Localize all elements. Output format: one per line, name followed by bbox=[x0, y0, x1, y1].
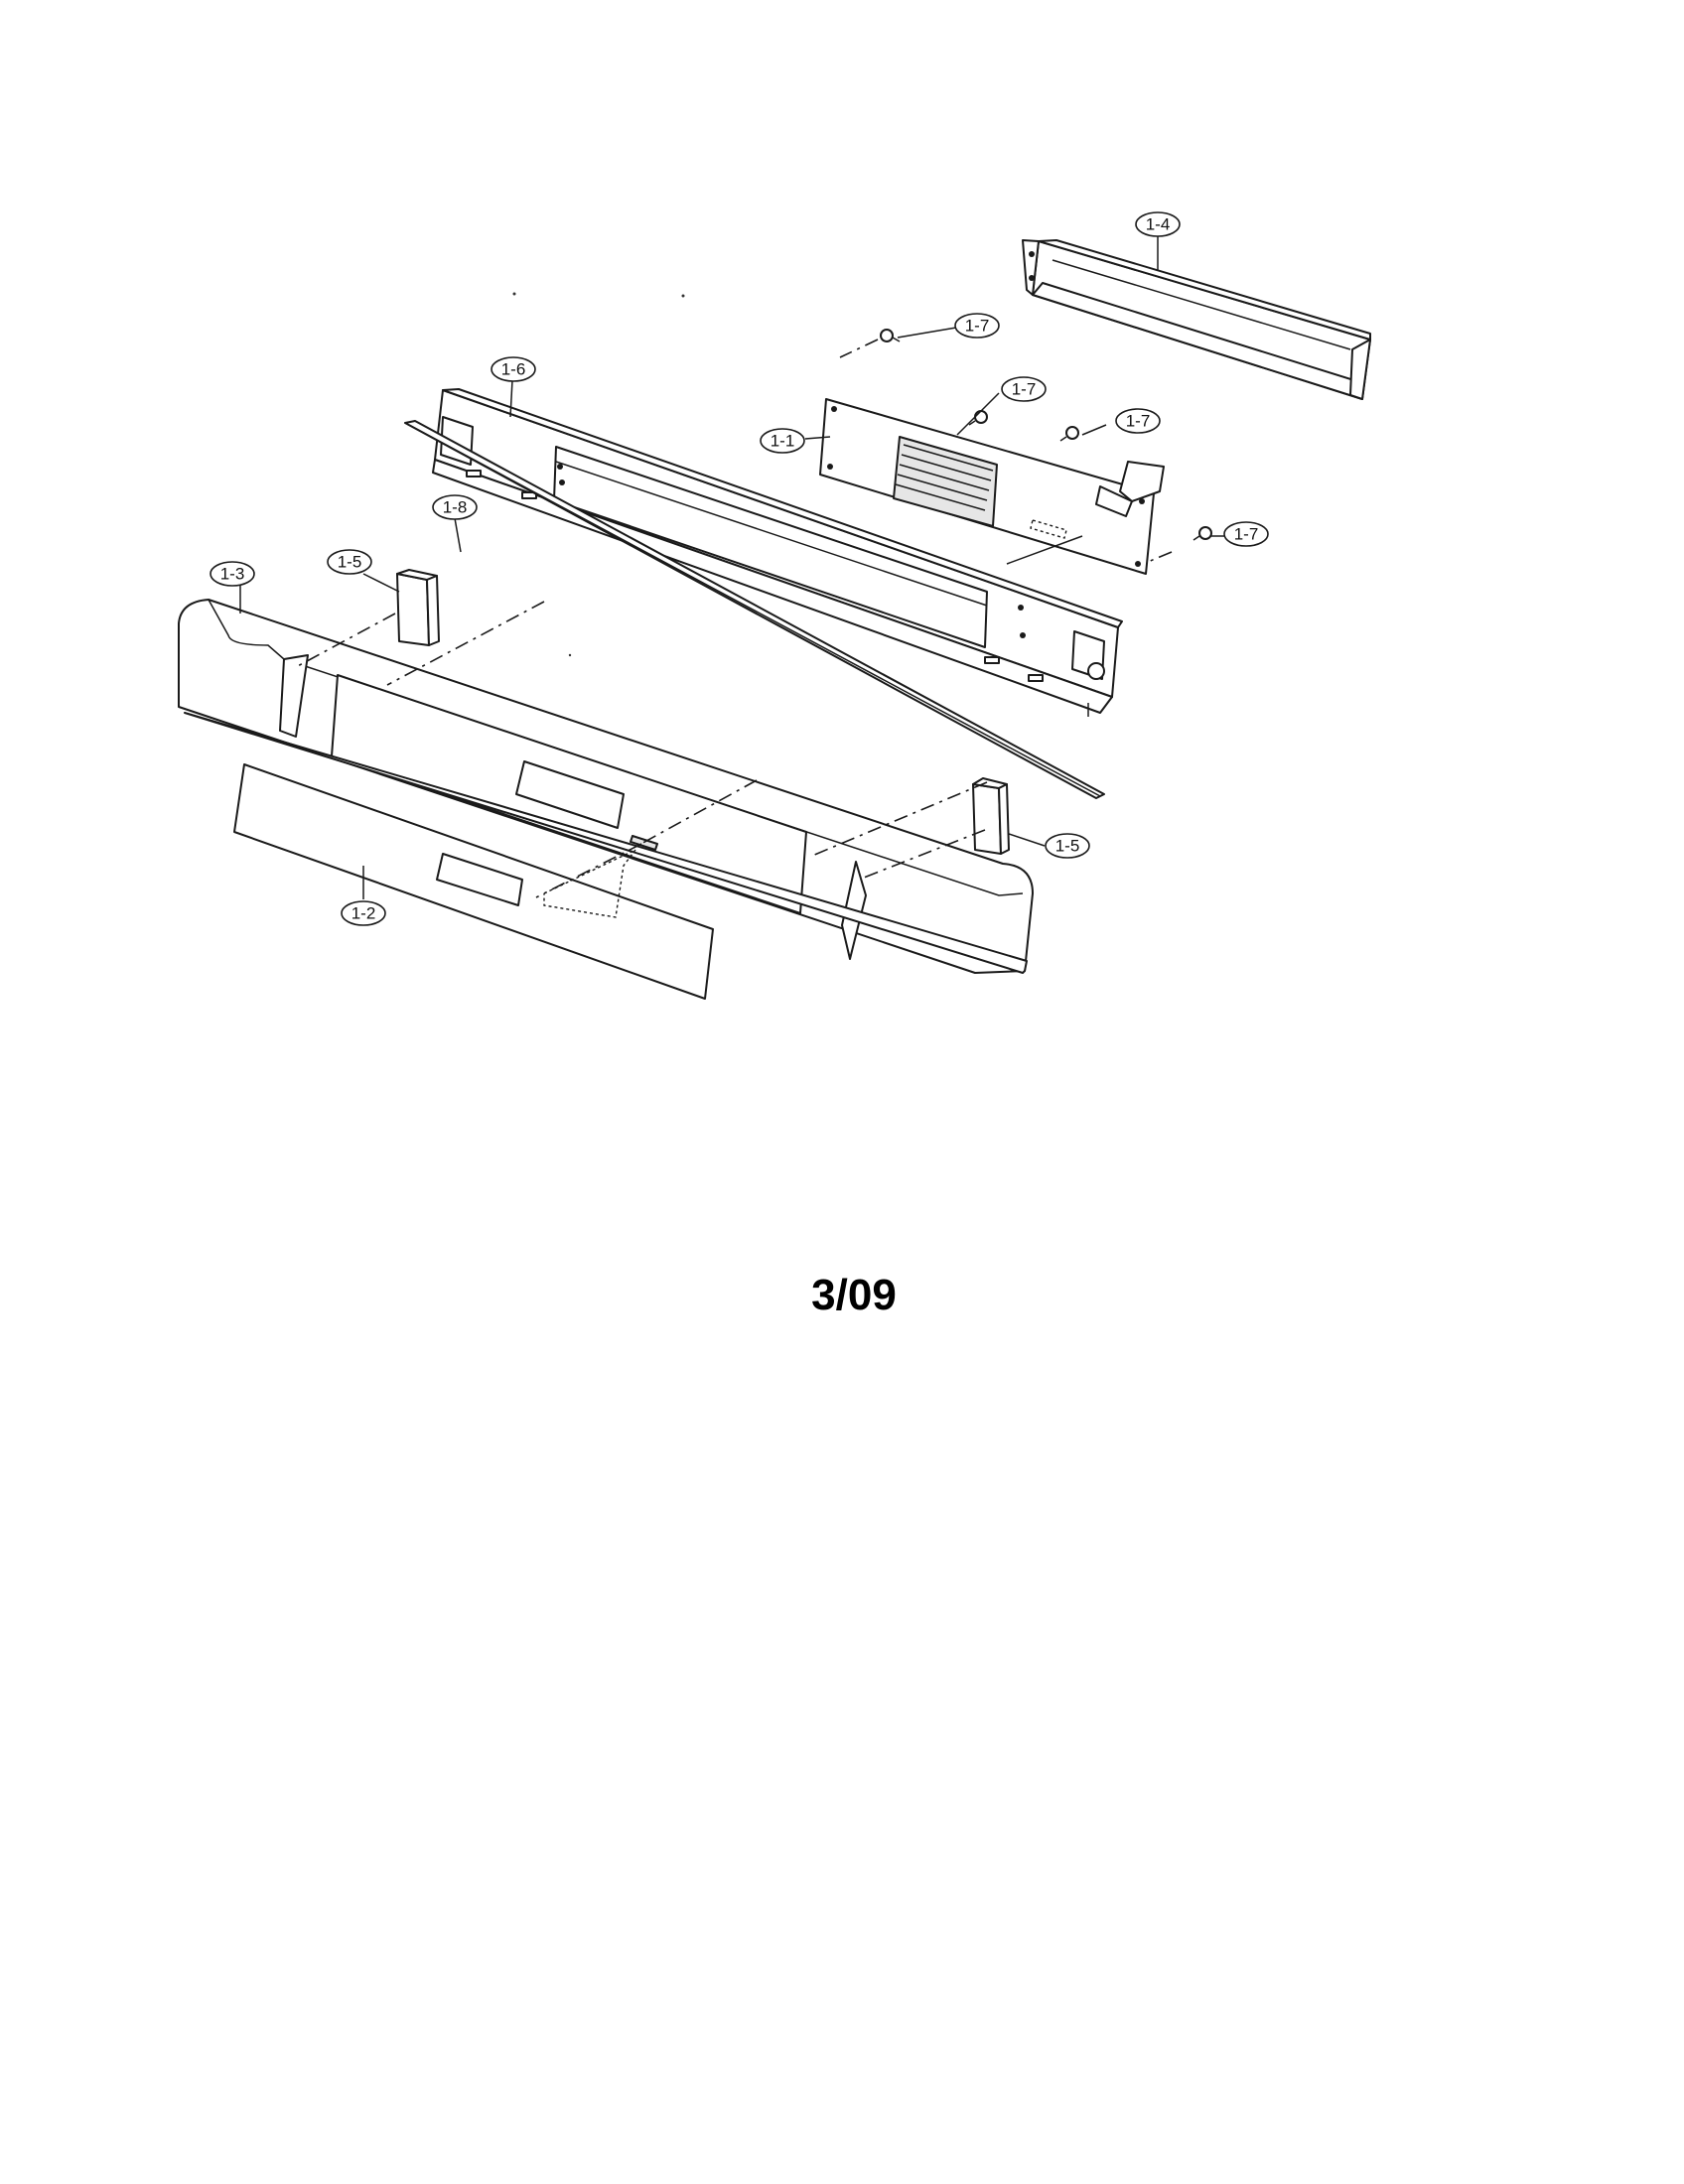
svg-text:1-7: 1-7 bbox=[1234, 525, 1259, 544]
svg-text:1-7: 1-7 bbox=[965, 317, 990, 336]
callout-1-7-upper-middle: 1-7 bbox=[1001, 376, 1047, 402]
svg-text:1-7: 1-7 bbox=[1126, 412, 1151, 431]
callout-1-4: 1-4 bbox=[1135, 211, 1181, 237]
callout-1-7-right: 1-7 bbox=[1115, 408, 1161, 434]
svg-text:1-5: 1-5 bbox=[338, 553, 362, 572]
svg-text:1-1: 1-1 bbox=[771, 432, 795, 451]
leader-lines bbox=[239, 234, 1227, 899]
callout-1-6: 1-6 bbox=[491, 356, 536, 382]
screw-1 bbox=[880, 329, 901, 342]
svg-text:1-8: 1-8 bbox=[443, 498, 468, 517]
page-number: 3/09 bbox=[811, 1271, 897, 1319]
assembly-lines bbox=[295, 601, 988, 898]
callout-1-5-right: 1-5 bbox=[1045, 833, 1090, 859]
svg-text:1-4: 1-4 bbox=[1146, 215, 1171, 234]
svg-text:1-6: 1-6 bbox=[501, 360, 526, 379]
callout-1-2: 1-2 bbox=[341, 900, 386, 926]
part-end-cap-right bbox=[972, 777, 1010, 855]
callout-1-1: 1-1 bbox=[760, 428, 805, 454]
callout-1-7-top: 1-7 bbox=[954, 313, 1000, 339]
part-cover-channel bbox=[1022, 239, 1371, 400]
part-trim-strip bbox=[404, 420, 1105, 799]
part-control-board bbox=[819, 398, 1165, 575]
svg-text:1-7: 1-7 bbox=[1012, 380, 1037, 399]
callout-1-3: 1-3 bbox=[210, 561, 255, 587]
screws bbox=[839, 329, 1212, 563]
part-console-body bbox=[178, 599, 1034, 974]
part-control-frame bbox=[432, 388, 1123, 717]
svg-text:1-3: 1-3 bbox=[220, 565, 245, 584]
part-overlay-panel bbox=[233, 763, 714, 1000]
callout-1-7-lower: 1-7 bbox=[1223, 521, 1269, 547]
callout-1-8: 1-8 bbox=[432, 494, 478, 520]
svg-text:1-2: 1-2 bbox=[351, 904, 376, 923]
part-end-cap-left bbox=[396, 569, 440, 646]
screw-3 bbox=[1059, 426, 1079, 442]
callout-1-5-left: 1-5 bbox=[327, 549, 372, 575]
svg-text:1-5: 1-5 bbox=[1055, 837, 1080, 856]
screw-4 bbox=[1193, 526, 1212, 541]
